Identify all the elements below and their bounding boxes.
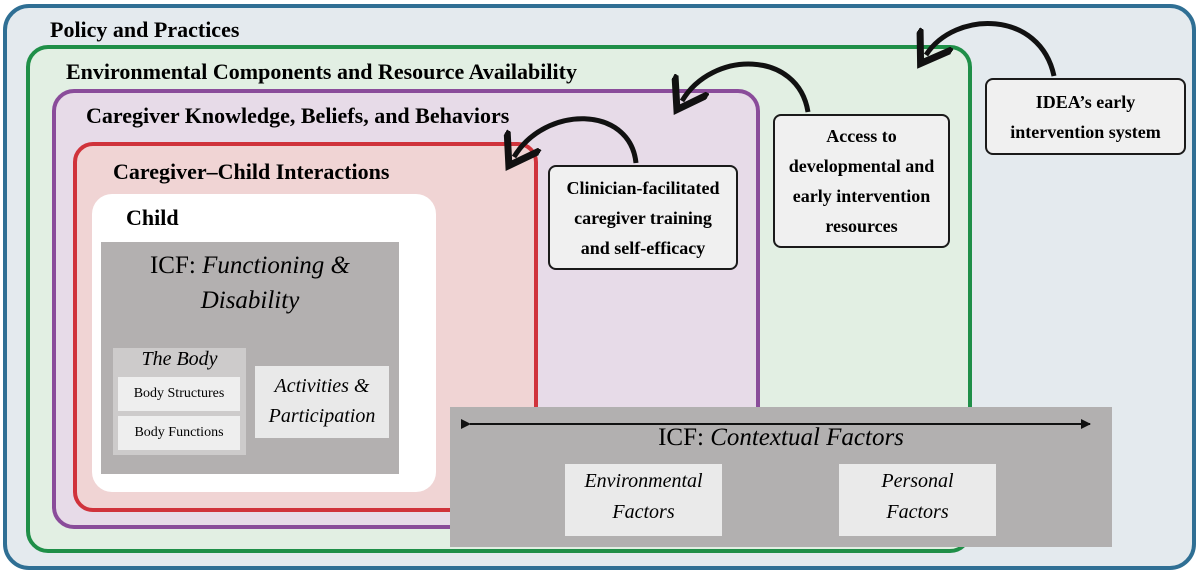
personal-factors: Personal Factors [839,464,996,536]
body-title: The Body [141,348,218,370]
access-line-3: early intervention [792,186,931,206]
icf-context-box [450,407,1112,547]
environment-label: Environmental Components and Resource Av… [66,59,577,84]
clinician-arrow [514,116,639,163]
idea-line-1: IDEA’s early [1035,91,1136,112]
interaction-label: Caregiver–Child Interactions [113,159,390,184]
body-structures: Body Structures [118,377,240,411]
environmental-line-2: Factors [612,501,675,523]
clinician-line-1: Clinician-facilitated [566,177,720,198]
icf-functioning-italic: Functioning & [202,252,350,279]
personal-line-2: Factors [886,501,949,523]
idea-line-2: intervention system [1010,121,1161,142]
clinician-line-2: caregiver training [574,207,712,228]
access-line-4: resources [825,216,898,236]
policy-label: Policy and Practices [50,17,240,42]
access-arrow [682,61,811,112]
access-callout: Access to developmental and early interv… [773,114,950,248]
access-line-2: developmental and [788,156,935,176]
activities-line-1: Activities & [274,375,370,397]
icf-functioning-prefix: ICF: [149,252,203,279]
body-functions: Body Functions [118,416,240,450]
personal-line-1: Personal [881,470,954,492]
activities-line-2: Participation [268,405,376,427]
environmental-factors: Environmental Factors [565,464,722,536]
child-label: Child [126,205,179,230]
clinician-line-3: and self-efficacy [580,237,706,258]
idea-callout: IDEA’s early intervention system [985,78,1186,155]
icf-functioning-italic-2: Disability [200,287,300,314]
access-line-1: Access to [826,126,897,146]
clinician-callout: Clinician-facilitated caregiver training… [548,165,738,270]
caregiver-label: Caregiver Knowledge, Beliefs, and Behavi… [86,103,510,128]
activities-participation: Activities & Participation [255,366,389,438]
icf-functioning-title: ICF: Functioning & Disability [101,248,399,318]
environmental-line-1: Environmental [584,470,703,492]
idea-arrow [926,21,1057,77]
